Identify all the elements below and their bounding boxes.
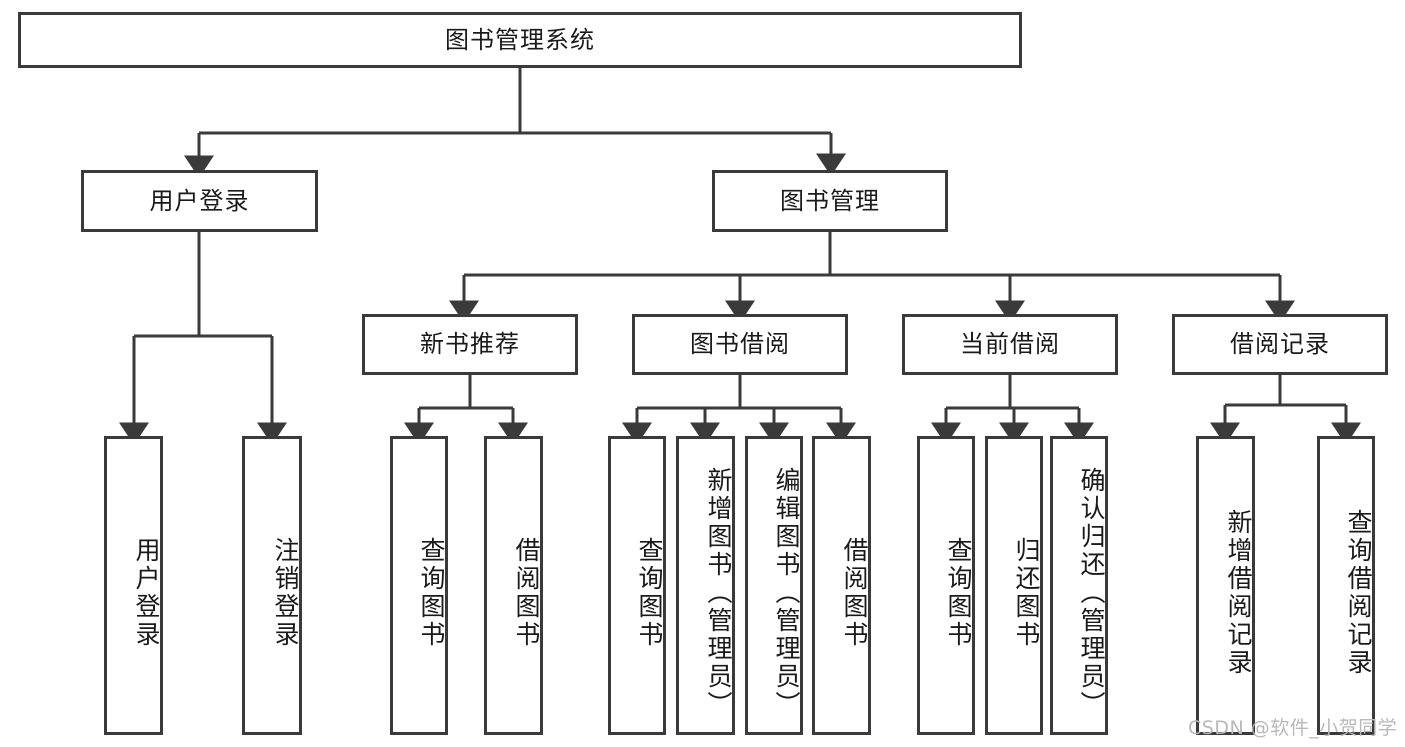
node-label: 查询借阅记录 <box>1344 508 1373 677</box>
node-user-login[interactable]: 用户登录 <box>81 170 318 232</box>
node-label: 当前借阅 <box>960 330 1060 359</box>
node-leaf-add-borrow-record[interactable]: 新增借阅记录 <box>1196 436 1255 735</box>
node-current-borrow[interactable]: 当前借阅 <box>902 314 1118 375</box>
node-label: 图书借阅 <box>690 330 790 359</box>
node-leaf-query-book-recommend[interactable]: 查询图书 <box>390 436 448 735</box>
node-leaf-user-login[interactable]: 用户登录 <box>104 436 163 735</box>
node-book-borrow[interactable]: 图书借阅 <box>632 314 848 375</box>
node-label: 新增借阅记录 <box>1224 508 1253 677</box>
node-leaf-add-book[interactable]: 新增图书（管理员） <box>676 436 735 735</box>
node-new-book-recommend[interactable]: 新书推荐 <box>362 314 578 375</box>
node-leaf-edit-book[interactable]: 编辑图书（管理员） <box>745 436 803 735</box>
node-borrow-record[interactable]: 借阅记录 <box>1172 314 1388 375</box>
node-leaf-return-book[interactable]: 归还图书 <box>985 436 1043 735</box>
node-root-system[interactable]: 图书管理系统 <box>18 12 1022 68</box>
node-leaf-query-book-borrow[interactable]: 查询图书 <box>608 436 666 735</box>
node-leaf-confirm-return[interactable]: 确认归还（管理员） <box>1050 436 1108 735</box>
node-leaf-query-book-current[interactable]: 查询图书 <box>917 436 975 735</box>
node-label: 新书推荐 <box>420 330 520 359</box>
node-label: 编辑图书（管理员） <box>772 466 801 719</box>
node-leaf-borrow-book[interactable]: 借阅图书 <box>812 436 871 735</box>
node-label: 新增图书（管理员） <box>704 466 733 719</box>
watermark-text: CSDN @软件_小贺同学 <box>1188 717 1398 739</box>
node-label: 注销登录 <box>271 536 300 649</box>
node-label: 查询图书 <box>944 536 973 649</box>
node-label: 借阅图书 <box>840 536 869 649</box>
node-leaf-user-logout[interactable]: 注销登录 <box>242 436 302 735</box>
node-label: 图书管理 <box>780 186 880 215</box>
node-label: 图书管理系统 <box>445 25 595 54</box>
node-label: 查询图书 <box>635 536 664 649</box>
node-label: 归还图书 <box>1012 536 1041 649</box>
node-label: 查询图书 <box>417 536 446 649</box>
node-label: 借阅记录 <box>1230 330 1330 359</box>
node-leaf-borrow-book-recommend[interactable]: 借阅图书 <box>484 436 543 735</box>
node-book-management[interactable]: 图书管理 <box>712 170 948 232</box>
node-label: 用户登录 <box>149 186 250 215</box>
node-label: 确认归还（管理员） <box>1077 466 1106 719</box>
node-leaf-query-borrow-record[interactable]: 查询借阅记录 <box>1317 436 1375 735</box>
node-label: 用户登录 <box>132 536 161 649</box>
node-label: 借阅图书 <box>512 536 541 649</box>
